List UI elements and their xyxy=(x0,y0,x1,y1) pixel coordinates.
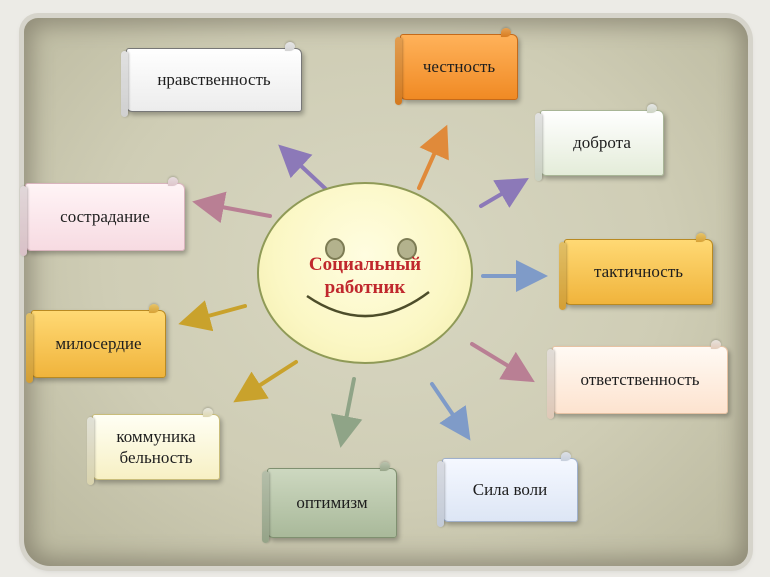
arrow-to-optimizm xyxy=(330,377,363,448)
quality-label-line1: коммуника xyxy=(116,426,196,446)
arrow-to-chestnost xyxy=(417,124,449,190)
quality-nravstvennost: нравственность xyxy=(126,48,302,112)
arrow-to-dobrota xyxy=(479,177,529,208)
center-sun: Социальный работник xyxy=(257,182,473,364)
quality-chestnost: честность xyxy=(400,34,518,100)
arrow-to-sila-voli xyxy=(430,382,471,441)
quality-label: оптимизм xyxy=(296,493,368,513)
arrow-to-kommunikabelnost xyxy=(233,360,298,403)
center-title: Социальный работник xyxy=(259,254,471,300)
arrow-to-otvetstvennost xyxy=(470,342,535,383)
quality-optimizm: оптимизм xyxy=(267,468,397,538)
left-eye xyxy=(325,238,345,260)
quality-kommunikabelnost: коммуника бельность xyxy=(92,414,220,480)
quality-label: тактичность xyxy=(593,262,684,282)
arrow-to-sostradanie xyxy=(192,191,272,224)
quality-label: нравственность xyxy=(157,70,271,90)
quality-label: Сила воли xyxy=(472,480,548,500)
smile-mouth xyxy=(306,291,430,318)
quality-label: милосердие xyxy=(55,334,142,354)
quality-dobrota: доброта xyxy=(540,110,664,176)
arrow-to-nravstvennost xyxy=(278,144,332,195)
quality-label: ответственность xyxy=(580,370,700,390)
center-title-line2: работник xyxy=(324,276,406,298)
arrow-to-miloserdie xyxy=(178,300,247,332)
quality-label: честность xyxy=(422,57,496,77)
quality-sostradanie: сострадание xyxy=(25,183,185,251)
right-eye xyxy=(397,238,417,260)
quality-taktichnost: тактичность xyxy=(564,239,713,305)
center-title-line1: Социальный xyxy=(308,254,422,275)
quality-label: доброта xyxy=(573,133,631,153)
quality-otvetstvennost: ответственность xyxy=(552,346,728,414)
quality-label-line2: бельность xyxy=(119,448,193,467)
quality-label: сострадание xyxy=(60,207,150,227)
quality-sila-voli: Сила воли xyxy=(442,458,578,522)
quality-miloserdie: милосердие xyxy=(31,310,166,378)
